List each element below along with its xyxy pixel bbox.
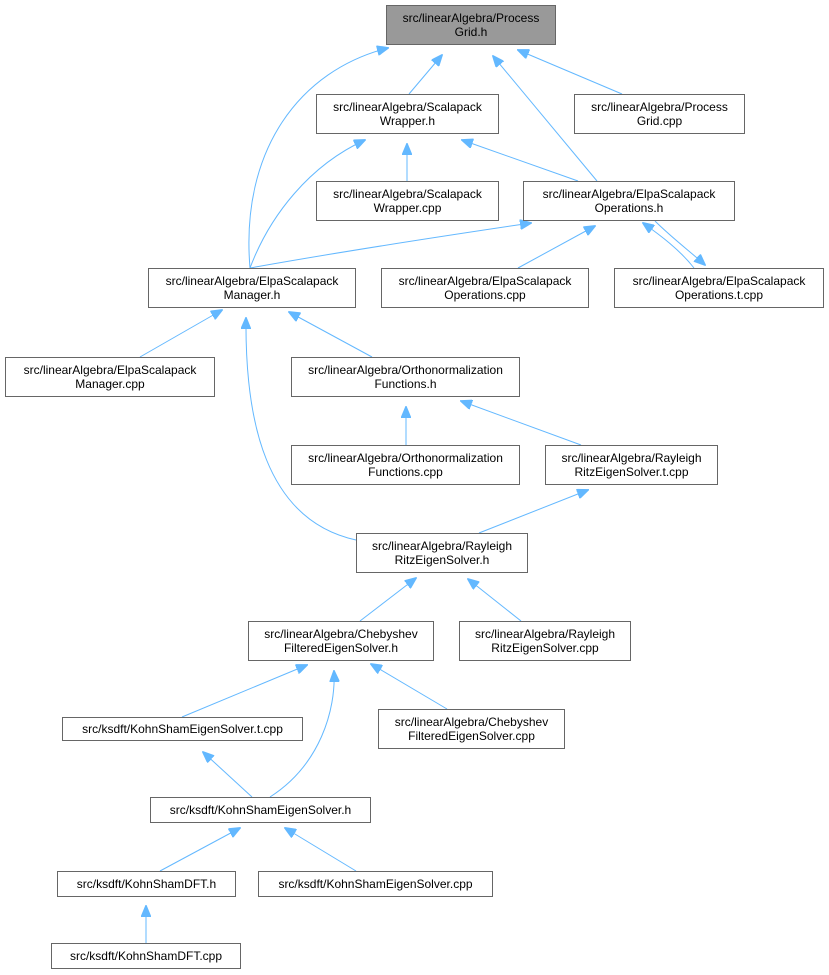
node-label-line: FilteredEigenSolver.cpp — [408, 729, 535, 743]
node-label-line: src/linearAlgebra/ElpaScalapack — [632, 274, 806, 288]
node-label-line: src/linearAlgebra/Rayleigh — [371, 539, 513, 553]
node-label-line: Manager.cpp — [75, 377, 145, 391]
edge-rr_h-to-rr_t — [478, 490, 588, 534]
edge-sw_h-to-pg_h — [408, 55, 442, 95]
node-label-line: RitzEigenSolver.t.cpp — [574, 465, 689, 479]
edge-rr_h-to-esm_h — [246, 318, 357, 541]
edge-ks_h-to-ch_h — [269, 671, 334, 798]
edge-ks_t-to-ch_h — [181, 665, 307, 718]
node-label-line: src/linearAlgebra/Chebyshev — [264, 627, 418, 641]
edge-eso_cpp-to-eso_h — [517, 226, 595, 269]
node-kohnshameigensolver-h[interactable]: src/ksdft/KohnShamEigenSolver.h — [150, 797, 371, 823]
edge-esm_h-to-eso_h — [249, 223, 531, 269]
node-label-line: Grid.h — [454, 25, 488, 39]
node-label-line: src/linearAlgebra/Scalapack — [333, 100, 482, 114]
edge-pg_cpp-to-pg_h — [518, 50, 623, 95]
node-label-line: src/ksdft/KohnShamDFT.h — [76, 877, 217, 891]
node-label-line: src/linearAlgebra/ElpaScalapack — [165, 274, 339, 288]
edge-eso_h-to-eso_t — [654, 220, 705, 265]
node-label-line: src/linearAlgebra/Chebyshev — [394, 715, 549, 729]
edge-eso_h-to-pg_h — [493, 56, 598, 182]
node-label-line: src/linearAlgebra/Rayleigh — [561, 451, 702, 465]
node-label-line: src/ksdft/KohnShamDFT.cpp — [69, 949, 223, 963]
edge-esm_h-to-pg_h — [248, 48, 388, 269]
node-label-line: Wrapper.cpp — [373, 201, 442, 215]
node-label-line: src/linearAlgebra/Orthonormalization — [308, 451, 503, 465]
node-label-line: src/linearAlgebra/Process — [591, 100, 728, 114]
node-label-line: FilteredEigenSolver.h — [283, 641, 399, 655]
node-label-line: src/linearAlgebra/ElpaScalapack — [23, 363, 197, 377]
node-label-line: src/ksdft/KohnShamEigenSolver.t.cpp — [82, 722, 283, 736]
node-label-line: src/linearAlgebra/ElpaScalapack — [398, 274, 572, 288]
node-label-line: Operations.t.cpp — [674, 288, 764, 302]
edge-dft_h-to-ks_h — [159, 828, 240, 872]
node-kohnshameigensolver-t-cpp[interactable]: src/ksdft/KohnShamEigenSolver.t.cpp — [62, 717, 303, 741]
node-kohnshameigensolver-cpp[interactable]: src/ksdft/KohnShamEigenSolver.cpp — [258, 871, 493, 897]
node-kohnshamdft-cpp[interactable]: src/ksdft/KohnShamDFT.cpp — [51, 943, 241, 969]
node-label-line: src/ksdft/KohnShamEigenSolver.h — [169, 803, 352, 817]
node-label-line: src/linearAlgebra/Process — [402, 11, 540, 25]
edge-esm_cpp-to-esm_h — [139, 310, 222, 358]
node-label-line: src/linearAlgebra/Scalapack — [333, 187, 482, 201]
edge-ch_cpp-to-ch_h — [371, 664, 448, 710]
node-label-line: RitzEigenSolver.h — [394, 553, 490, 567]
node-label-line: Grid.cpp — [636, 114, 683, 128]
edge-ch_h-to-rr_h — [359, 578, 416, 622]
node-label-line: src/linearAlgebra/ElpaScalapack — [542, 187, 716, 201]
node-label-line: Functions.cpp — [368, 465, 443, 479]
edge-rr_cpp-to-rr_h — [468, 579, 522, 622]
edge-eso_t-to-eso_h — [643, 223, 695, 269]
edge-eso_h-to-sw_h — [462, 140, 579, 182]
node-label-line: RitzEigenSolver.cpp — [491, 641, 599, 655]
node-label-line: src/linearAlgebra/Rayleigh — [474, 627, 616, 641]
node-label-line: Manager.h — [223, 288, 281, 302]
edge-ks_cpp-to-ks_h — [285, 828, 357, 872]
node-label-line: Operations.cpp — [444, 288, 526, 302]
edge-esm_h-to-sw_h — [249, 140, 365, 269]
edge-of_h-to-esm_h — [289, 312, 373, 358]
node-kohnshamdft-h[interactable]: src/ksdft/KohnShamDFT.h — [57, 871, 236, 897]
edge-rr_t-to-of_h — [461, 401, 582, 446]
node-label-line: Functions.h — [374, 377, 437, 391]
edge-ks_h-to-ks_t — [203, 752, 253, 798]
node-label-line: Wrapper.h — [379, 114, 436, 128]
node-label-line: Operations.h — [594, 201, 664, 215]
node-label-line: src/ksdft/KohnShamEigenSolver.cpp — [278, 877, 473, 891]
node-label-line: src/linearAlgebra/Orthonormalization — [308, 363, 503, 377]
